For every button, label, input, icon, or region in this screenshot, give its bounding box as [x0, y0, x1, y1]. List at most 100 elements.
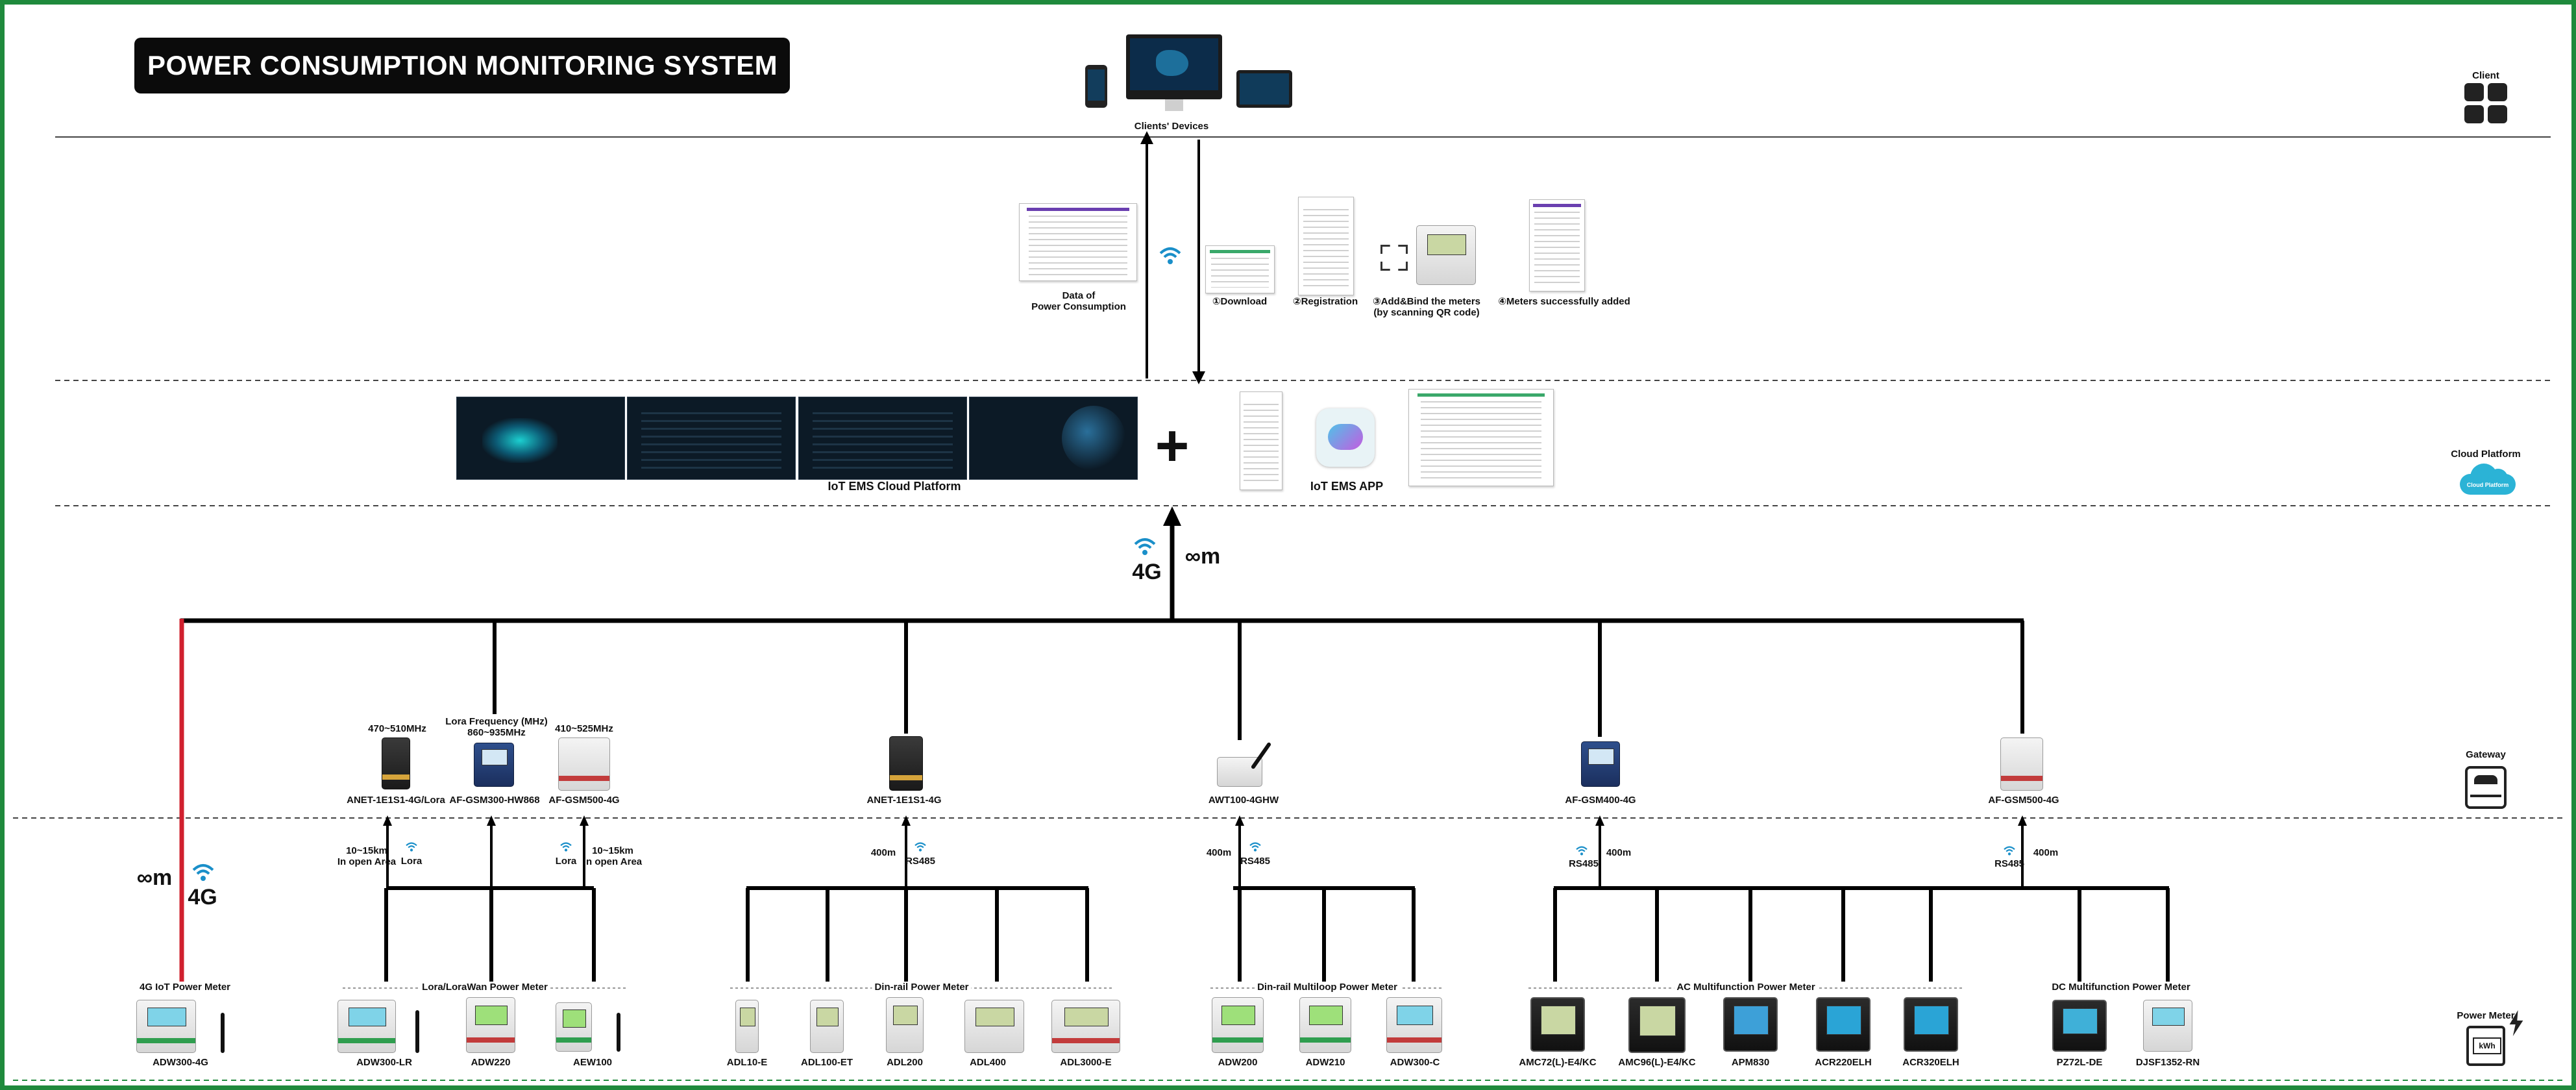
meter-adw200 — [1212, 997, 1264, 1053]
group-dc-multifunction: DC Multifunction Power Meter — [2049, 982, 2193, 993]
meter-adl10-e — [735, 1000, 759, 1053]
phone-icon — [1085, 65, 1107, 108]
gateway-1-device — [382, 737, 410, 789]
left-4g-label: 4G — [188, 885, 217, 910]
lora-right-range: 10~15km In open Area — [583, 845, 643, 867]
meter-4-name: AEW100 — [572, 1057, 613, 1068]
cloud-screen-1 — [456, 397, 625, 480]
client-layer-label: Client — [2472, 70, 2499, 81]
meter-badge-text: kWh — [2473, 1037, 2501, 1054]
gateway-6-name: AF-GSM400-4G — [1565, 795, 1636, 806]
cloud-screen-3 — [798, 397, 967, 480]
meter-6-name: ADL100-ET — [800, 1057, 853, 1068]
g7-range: 400m — [2033, 847, 2059, 858]
gateway-5-name: AWT100-4GHW — [1208, 795, 1279, 806]
left-range-label: ∞m — [136, 865, 173, 890]
gateway-layer-icon — [2465, 766, 2507, 809]
meter-1-name: ADW300-4G — [153, 1057, 208, 1068]
meter-acr220elh — [1816, 997, 1871, 1052]
lora-right-proto: Lora — [555, 856, 577, 867]
meter-15-name: APM830 — [1731, 1057, 1770, 1068]
monitor-stand — [1165, 99, 1183, 111]
meter-aew100 — [556, 1002, 592, 1052]
g6-proto: RS485 — [1569, 858, 1599, 869]
meter-layer-icon: kWh — [2466, 1026, 2505, 1066]
uplink-wifi-icon — [1134, 538, 1156, 555]
meter-layer-label: Power Meter — [2457, 1010, 2515, 1021]
gateway-2-name: AF-GSM300-HW868 — [449, 795, 540, 806]
left-wifi-icon — [192, 864, 214, 881]
cloud-layer-icon: Cloud Platform — [2460, 462, 2516, 495]
g7-wifi-icon — [2004, 846, 2015, 856]
meter-7-name: ADL200 — [887, 1057, 923, 1068]
g6-range: 400m — [1606, 847, 1632, 858]
group-lora: Lora/LoraWan Power Meter — [419, 982, 550, 993]
gateway-3-name: AF-GSM500-4G — [548, 795, 620, 806]
meter-8-name: ADL400 — [970, 1057, 1006, 1068]
meter-acr320elh — [1904, 997, 1958, 1052]
g7-proto: RS485 — [1994, 858, 2024, 869]
app-store-screenshot — [1240, 391, 1282, 490]
meter-5-name: ADL10-E — [726, 1057, 768, 1068]
meter-16-name: ACR220ELH — [1815, 1057, 1872, 1068]
meter-adl400 — [964, 1000, 1024, 1053]
meter-pz72l-de — [2052, 1000, 2107, 1052]
app-dashboard-screenshot — [1408, 389, 1554, 486]
meter-14-name: AMC96(L)-E4/KC — [1618, 1057, 1696, 1068]
meter-2-name: ADW300-LR — [356, 1057, 412, 1068]
cloud-badge-text: Cloud Platform — [2466, 482, 2509, 488]
client-layer-icon — [2464, 83, 2510, 125]
group-ac-multifunction: AC Multifunction Power Meter — [1674, 982, 1818, 993]
gateway-3-device — [558, 737, 610, 791]
gateway-3-freq: 410~525MHz — [555, 723, 613, 734]
gateway-layer-label: Gateway — [2466, 749, 2506, 760]
cloud-platform-label: IoT EMS Cloud Platform — [828, 480, 961, 493]
meters-added-screenshot — [1529, 199, 1585, 291]
g5-range: 400m — [1206, 847, 1232, 858]
gateway-2-freq: Lora Frequency (MHz) 860~935MHz — [445, 716, 548, 738]
monitor-icon — [1126, 34, 1222, 99]
cloud-screen-4 — [969, 397, 1138, 480]
g5-proto: RS485 — [1240, 856, 1270, 867]
lora-left-range: 10~15km In open Area — [337, 845, 397, 867]
meter-adw300-4g — [136, 1000, 196, 1053]
meter-adw300-c — [1386, 997, 1442, 1053]
meter-11-name: ADW210 — [1305, 1057, 1345, 1068]
registration-screenshot — [1298, 197, 1354, 295]
lora-left-wifi-icon — [406, 842, 417, 852]
g5-wifi-icon — [1249, 842, 1261, 852]
meter-18-name: PZ72L-DE — [2056, 1057, 2103, 1068]
g4-range: 400m — [870, 847, 896, 858]
download-step-label: ①Download — [1212, 296, 1268, 307]
meter-apm830 — [1723, 997, 1778, 1052]
meter-adw220 — [466, 997, 515, 1053]
group-multiloop: Din-rail Multiloop Power Meter — [1255, 982, 1400, 993]
bind-meter-image — [1416, 225, 1476, 285]
meter-10-name: ADW200 — [1218, 1057, 1258, 1068]
meter-13-name: AMC72(L)-E4/KC — [1519, 1057, 1597, 1068]
meter-adl3000-e — [1051, 1000, 1120, 1053]
cloud-uplink-arrowhead — [1163, 506, 1181, 526]
meter-adw300-lr — [337, 1000, 396, 1053]
meter-amc72l — [1530, 997, 1585, 1052]
meter-9-name: ADL3000-E — [1060, 1057, 1112, 1068]
registration-step-label: ②Registration — [1292, 296, 1358, 307]
gateway-7-device — [2000, 737, 2043, 791]
gateway-4-device — [889, 736, 923, 791]
group-din-rail: Din-rail Power Meter — [872, 982, 972, 993]
iot-ems-app-icon — [1316, 408, 1375, 467]
meter-djsf1352-rn — [2143, 1000, 2192, 1052]
meters-added-step-label: ④Meters successfully added — [1498, 296, 1630, 307]
client-devices-label: Clients' Devices — [1134, 121, 1209, 132]
download-screenshot — [1205, 245, 1275, 293]
lora-left-proto: Lora — [400, 856, 423, 867]
g4-wifi-icon — [914, 842, 926, 852]
g4-proto: RS485 — [905, 856, 935, 867]
meter-adl100-et — [810, 1000, 844, 1053]
downlink-arrowhead — [1192, 371, 1205, 384]
group-4g-iot: 4G IoT Power Meter — [136, 982, 234, 993]
gateway-4-name: ANET-1E1S1-4G — [866, 795, 942, 806]
meter-19-name: DJSF1352-RN — [2135, 1057, 2200, 1068]
